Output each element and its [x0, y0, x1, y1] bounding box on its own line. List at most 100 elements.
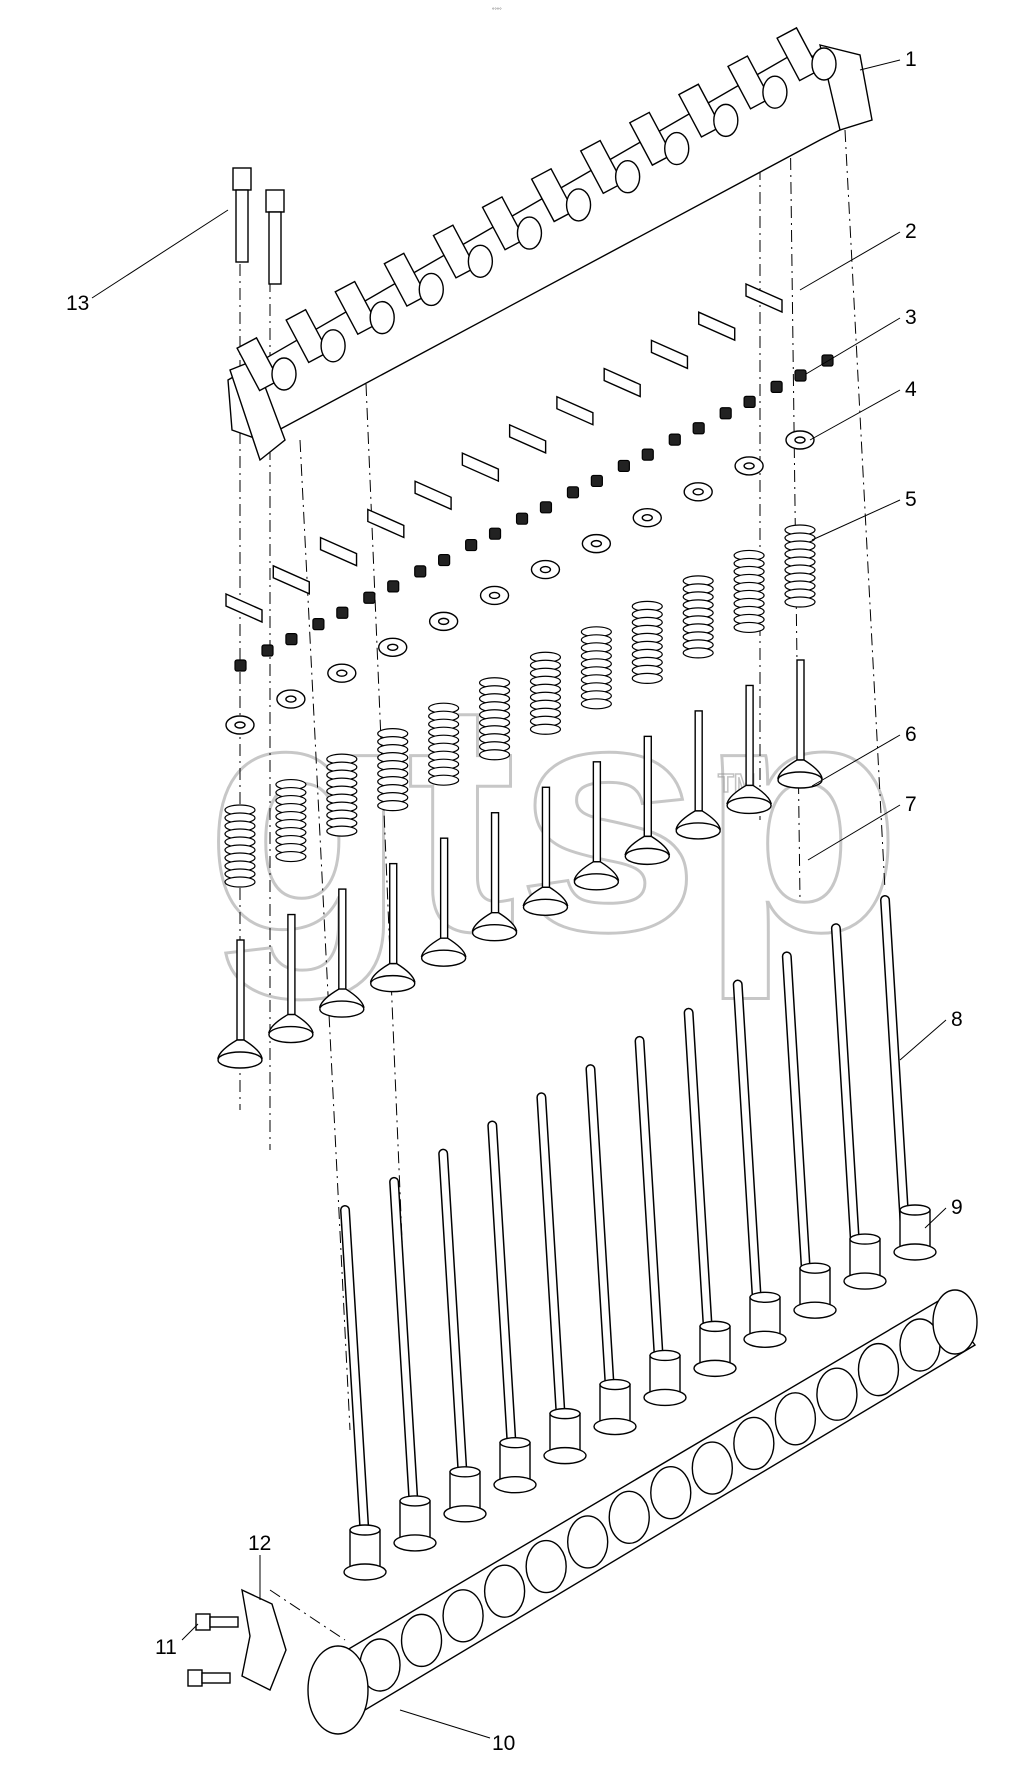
valve-keeper — [821, 354, 834, 367]
callout-12: 12 — [248, 1532, 271, 1555]
valve-keeper — [465, 538, 478, 552]
valve-keeper — [285, 633, 298, 646]
spring-retainer-hole — [692, 488, 704, 496]
tappet — [543, 1407, 587, 1465]
valve-bridge — [698, 311, 736, 342]
valve — [369, 862, 416, 993]
callout-2: 2 — [905, 220, 917, 243]
rocker-arm — [727, 55, 771, 110]
valve — [471, 812, 518, 942]
callout-leaders — [91, 59, 947, 1739]
spring-retainer-hole — [336, 669, 348, 677]
callout-11: 11 — [155, 1636, 177, 1659]
valve-keeper — [234, 659, 247, 672]
valve-keeper — [363, 591, 376, 604]
valve-bridge — [650, 339, 689, 370]
valve-keeper — [438, 553, 451, 567]
valve-keeper — [488, 527, 502, 540]
callout-8: 8 — [951, 1008, 963, 1031]
valve-keeper — [261, 644, 274, 657]
valves — [217, 659, 823, 1069]
spring-retainer-hole — [743, 462, 755, 470]
valve-keeper — [794, 369, 807, 382]
valve-spring — [326, 753, 358, 837]
callout-9: 9 — [951, 1196, 963, 1219]
tappet — [643, 1349, 687, 1407]
valve — [268, 913, 314, 1044]
rocker-spring — [713, 103, 739, 138]
spring-retainers — [225, 430, 815, 735]
spring-retainer-hole — [539, 565, 552, 574]
thrust-plate — [241, 1588, 287, 1691]
valve-bridge — [272, 564, 310, 595]
cam-lobe — [650, 1465, 692, 1520]
thrust-plate-screws — [187, 1613, 239, 1687]
valve-keeper — [515, 512, 529, 525]
valve-keeper — [668, 433, 681, 446]
rocker-arm — [383, 252, 428, 307]
valve-spring — [529, 651, 562, 735]
valve-keeper — [566, 486, 580, 499]
valve — [420, 837, 467, 967]
valve-bridge — [414, 480, 452, 511]
tappet — [693, 1320, 737, 1378]
rocker-arm — [579, 139, 624, 195]
valve-keeper — [590, 474, 603, 488]
callout-4: 4 — [905, 378, 917, 401]
rocker-spring — [762, 75, 788, 109]
tappet — [593, 1378, 637, 1436]
cam-lobe — [608, 1490, 650, 1545]
corner-mark: °°°° — [492, 8, 502, 14]
cam-lobe — [816, 1367, 858, 1421]
spring-retainer-hole — [387, 643, 399, 651]
valve-keeper — [743, 395, 756, 408]
rocker-arm — [530, 167, 575, 223]
valve-bridges — [225, 282, 783, 624]
valve-keeper — [414, 565, 427, 578]
valve — [573, 761, 620, 891]
valve — [726, 684, 772, 815]
spring-retainer-hole — [285, 695, 297, 703]
valve-spring — [377, 728, 409, 812]
cam-lobe — [566, 1515, 609, 1569]
camshaft — [307, 1289, 978, 1735]
tappet — [893, 1204, 937, 1261]
spring-retainer-hole — [437, 617, 450, 626]
rocker-arm — [677, 83, 722, 138]
tappet — [743, 1291, 787, 1348]
rocker-arm — [285, 308, 330, 364]
tappet — [343, 1524, 387, 1581]
rocker-spring — [271, 357, 297, 391]
callout-10: 10 — [492, 1732, 515, 1755]
rocker-arm — [432, 224, 477, 279]
valve — [318, 888, 365, 1018]
callout-3: 3 — [905, 306, 917, 329]
callout-13: 13 — [66, 292, 89, 315]
valve — [675, 710, 722, 840]
valve — [217, 939, 263, 1069]
valve-keepers — [234, 354, 834, 672]
spring-retainer-hole — [488, 591, 501, 600]
tappets — [343, 1204, 937, 1581]
valve-spring — [275, 778, 307, 863]
valve — [624, 735, 671, 866]
valve-bridge — [556, 395, 594, 426]
valve-bridge — [603, 367, 641, 398]
valve-keeper — [719, 407, 732, 420]
spring-retainer-hole — [590, 539, 603, 548]
tappet — [843, 1233, 887, 1290]
callout-1: 1 — [905, 48, 917, 71]
valve-bridge — [508, 423, 547, 454]
cam-lobe — [442, 1589, 484, 1643]
valve-keeper — [336, 606, 349, 619]
cam-lobe — [691, 1441, 734, 1495]
callout-labels: 1 2 3 4 5 6 7 8 9 10 11 12 13 — [66, 48, 963, 1755]
spring-retainer-hole — [641, 514, 653, 522]
rocker-shaft-assembly — [227, 26, 873, 462]
valve-bridge — [225, 592, 263, 624]
callout-6: 6 — [905, 723, 917, 746]
valve-keeper — [312, 618, 325, 631]
valve-spring — [733, 549, 765, 634]
spring-retainer-hole — [794, 436, 806, 444]
